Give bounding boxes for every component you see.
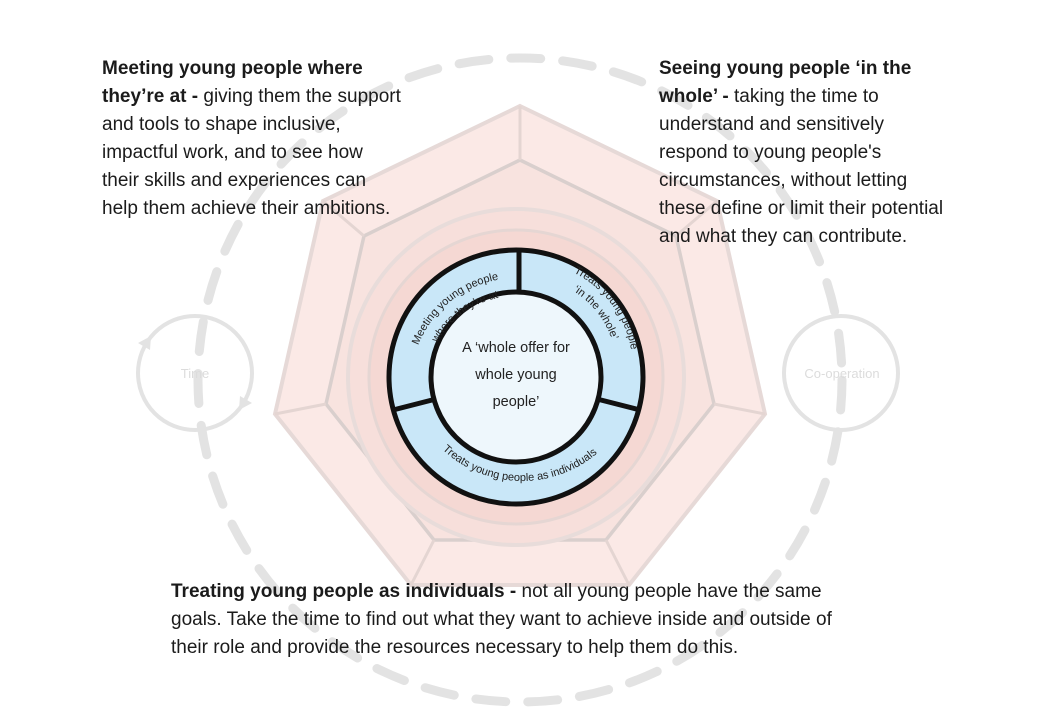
heptagon-spokes [274,106,766,586]
text-block-bottom: Treating young people as individuals - n… [171,578,871,662]
center-line-1: A ‘whole offer for [462,340,570,356]
core-circle [428,289,604,465]
block-heading: Meeting young people where they’re at [102,58,363,107]
block-heading: Seeing young people ‘in the whole’ [659,58,912,107]
cooperation-circle [782,314,900,432]
block-separator: - [504,581,522,602]
cooperation-label: Co-operation [804,366,879,381]
block-body: taking the time to understand and sensit… [659,86,944,247]
block-body: giving them the support and tools to sha… [102,86,401,219]
center-line-2: whole young [474,367,556,383]
center-line-3: people’ [493,394,540,410]
block-separator: - [191,86,204,107]
outer-dashed-circle [193,53,847,707]
block-separator: - [717,86,734,107]
text-block-top-left: Meeting young people where they’re at - … [102,55,402,223]
band-dividers [392,250,641,413]
time-label: Time [181,366,209,381]
block-body: not all young people have the same goals… [171,581,832,658]
time-circle [136,314,254,432]
block-heading: Treating young people as individuals [171,581,505,602]
text-block-top-right: Seeing young people ‘in the whole’ - tak… [659,55,949,251]
